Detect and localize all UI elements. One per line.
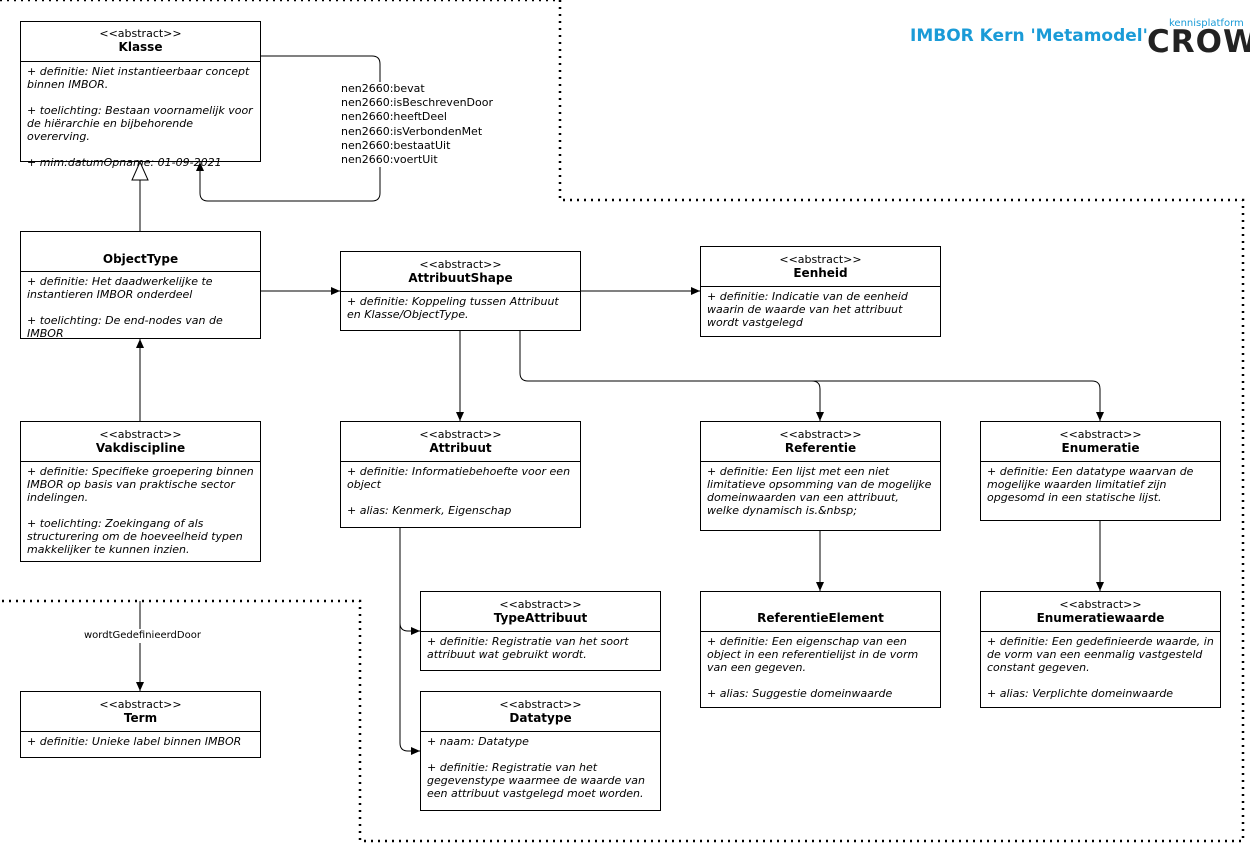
class-attribute: + definitie: Koppeling tussen Attribuut … [347,295,559,321]
class-attribute: + mim:datumOpname: 01-09-2021 [27,156,222,169]
class-attribute: + definitie: Specifieke groepering binne… [27,465,254,504]
class-attribute: + toelichting: Bestaan voornamelijk voor… [27,104,253,143]
class-name: ObjectType [102,252,179,266]
class-attribute: + definitie: Indicatie van de eenheid wa… [707,290,908,329]
class-enumeratiewaarde[interactable]: <<abstract>> Enumeratiewaarde + definiti… [980,591,1221,708]
class-stereotype: <<abstract>> [99,27,182,40]
class-typeattribuut[interactable]: <<abstract>> TypeAttribuut + definitie: … [420,591,661,671]
class-stereotype: <<abstract>> [779,428,862,441]
term-relation-label: wordtGedefinieerdDoor [84,629,201,643]
class-datatype[interactable]: <<abstract>> Datatype + naam: Datatype +… [420,691,661,811]
class-attribute: + toelichting: De end-nodes van de IMBOR [27,314,223,340]
class-name: Attribuut [429,441,492,455]
generalization-arrowhead [131,160,149,181]
class-name: Datatype [509,711,572,725]
class-attribute: + definitie: Registratie van het gegeven… [427,761,646,800]
class-attribute: + alias: Suggestie domeinwaarde [707,687,893,700]
attribuut-datatype-relation [399,620,420,755]
relation-label: nen2660:bestaatUit [341,138,451,152]
relation-label: nen2660:heeftDeel [341,110,447,124]
class-name: AttribuutShape [408,271,513,285]
class-name: Enumeratie [1061,441,1140,455]
class-term[interactable]: <<abstract>> Term + definitie: Unieke la… [20,691,261,758]
class-name: Term [123,711,158,725]
class-stereotype: <<abstract>> [499,698,582,711]
class-referentie[interactable]: <<abstract>> Referentie + definitie: Een… [700,421,941,531]
class-name: Klasse [118,40,163,54]
relation-label: nen2660:isVerbondenMet [341,124,483,138]
class-referentieelement[interactable]: ReferentieElement + definitie: Een eigen… [700,591,941,708]
class-attribute: + alias: Verplichte domeinwaarde [987,687,1174,700]
class-attribute: + definitie: Een gedefinieerde waarde, i… [987,635,1214,674]
attribuutshape-referentie-relation [519,331,824,421]
class-name: TypeAttribuut [493,611,588,625]
class-enumeratie[interactable]: <<abstract>> Enumeratie + definitie: Een… [980,421,1221,521]
attribuut-typeattribuut-relation [399,528,420,635]
relation-label: nen2660:voertUit [341,153,438,167]
class-attribute: + definitie: Een datatype waarvan de mog… [987,465,1194,504]
class-attribuut[interactable]: <<abstract>> Attribuut + definitie: Info… [340,421,581,528]
logo-subtitle: kennisplatform [1169,18,1244,29]
class-stereotype: <<abstract>> [499,598,582,611]
class-attribute: + toelichting: Zoekingang of als structu… [27,517,243,556]
class-attribute: + definitie: Het daadwerkelijke te insta… [27,275,213,301]
class-attribute: + definitie: Informatiebehoefte voor een… [347,465,571,491]
class-attribute: + alias: Kenmerk, Eigenschap [347,504,512,517]
class-eenheid[interactable]: <<abstract>> Eenheid + definitie: Indica… [700,246,941,337]
self-loop-labels: nen2660:bevat nen2660:isBeschrevenDoor n… [341,82,494,168]
class-stereotype: <<abstract>> [99,698,182,711]
class-stereotype: <<abstract>> [419,428,502,441]
class-name: Eenheid [793,266,848,280]
class-attribute: + definitie: Registratie van het soort a… [427,635,629,661]
class-name: Referentie [784,441,857,455]
class-stereotype: <<abstract>> [1059,598,1142,611]
relation-label: nen2660:bevat [341,82,425,95]
class-vakdiscipline[interactable]: <<abstract>> Vakdiscipline + definitie: … [20,421,261,562]
diagram-title: IMBOR Kern 'Metamodel' [910,26,1148,46]
class-klasse[interactable]: <<abstract>> Klasse + definitie: Niet in… [20,21,261,169]
class-attribuutshape[interactable]: <<abstract>> AttribuutShape + definitie:… [340,251,581,331]
attribuutshape-enumeratie-relation [812,380,1104,421]
class-attribute: + definitie: Unieke label binnen IMBOR [27,735,242,748]
logo-wordmark: CROW [1147,24,1250,60]
class-name: Enumeratiewaarde [1036,611,1165,625]
class-stereotype: <<abstract>> [1059,428,1142,441]
relation-label: nen2660:isBeschrevenDoor [341,96,494,110]
class-attribute: + definitie: Een eigenschap van een obje… [707,635,919,674]
class-stereotype: <<abstract>> [779,253,862,266]
class-name: ReferentieElement [757,611,884,625]
class-attribute: + definitie: Niet instantieerbaar concep… [27,65,250,91]
class-stereotype: <<abstract>> [419,258,502,271]
class-attribute: + definitie: Een lijst met een niet limi… [707,465,932,517]
class-objecttype[interactable]: ObjectType + definitie: Het daadwerkelij… [20,231,261,340]
class-attribute: + naam: Datatype [427,735,529,748]
self-loop-relation [196,55,381,202]
class-stereotype: <<abstract>> [99,428,182,441]
class-name: Vakdiscipline [95,441,186,455]
